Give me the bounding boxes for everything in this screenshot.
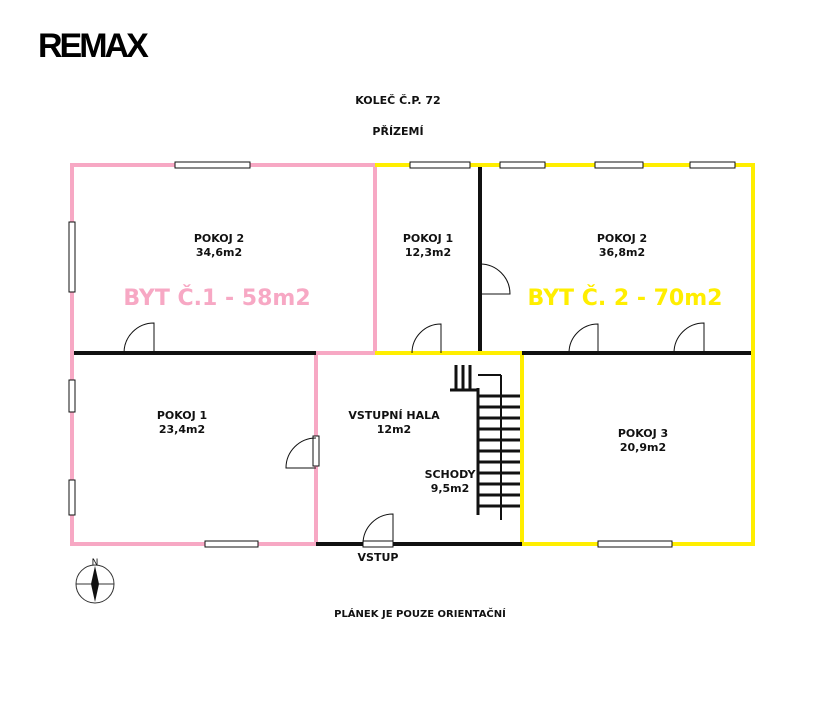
unit-1-label: BYT Č.1 - 58m2 [123, 285, 310, 311]
walls [70, 163, 755, 546]
room-area: 12,3m2 [405, 246, 451, 259]
room-name: SCHODY [425, 468, 477, 481]
room-name: POKOJ 1 [157, 409, 207, 422]
stairs [450, 365, 520, 520]
room-name: POKOJ 2 [194, 232, 244, 245]
windows [68, 161, 736, 548]
room-area: 12m2 [377, 423, 411, 436]
svg-text:N: N [92, 558, 99, 568]
room-area: 20,9m2 [620, 441, 666, 454]
floor-name: PŘÍZEMÍ [372, 125, 423, 138]
room-area: 34,6m2 [196, 246, 242, 259]
remax-logo: REMAX [38, 27, 149, 65]
doors [123, 263, 705, 545]
room-area: 23,4m2 [159, 423, 205, 436]
room-name: POKOJ 3 [618, 427, 668, 440]
room-name: VSTUPNÍ HALA [348, 409, 440, 422]
unit-2-label: BYT Č. 2 - 70m2 [528, 285, 723, 311]
room-area: 36,8m2 [599, 246, 645, 259]
plan-title: KOLEČ Č.P. 72 [355, 94, 440, 107]
entrance-label: VSTUP [358, 551, 399, 564]
room-name: POKOJ 1 [403, 232, 453, 245]
disclaimer-note: PLÁNEK JE POUZE ORIENTAČNÍ [334, 607, 506, 620]
compass-icon: N [75, 558, 115, 604]
room-name: POKOJ 2 [597, 232, 647, 245]
room-area: 9,5m2 [431, 482, 470, 495]
